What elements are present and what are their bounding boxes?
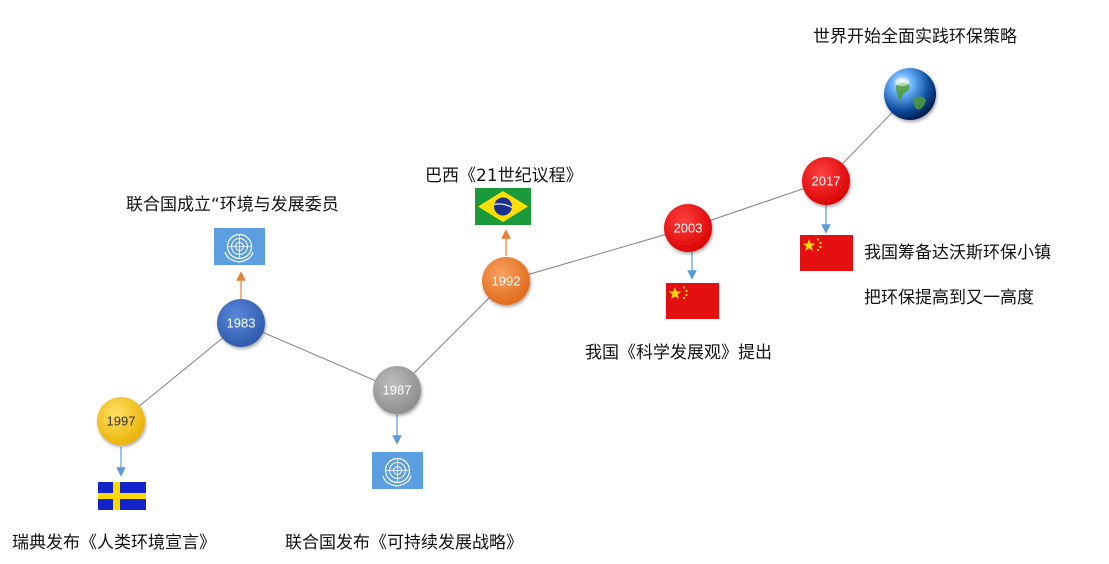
un-flag-1983 [214,228,265,265]
china-2017-caption-line1: 我国筹备达沃斯环保小镇 [864,238,1051,263]
node-1987-label: 1987 [383,383,412,398]
node-2003-label: 2003 [674,221,703,236]
un-1987-caption: 联合国发布《可持续发展战略》 [285,528,523,553]
china-2003-caption: 我国《科学发展观》提出 [585,338,772,363]
china-flag-2003 [666,283,719,319]
globe-icon [884,68,936,120]
un-flag-1987 [372,452,423,489]
un-1983-caption: 联合国成立“环境与发展委员 [126,190,339,215]
node-1983: 1983 [217,299,265,347]
node-2017: 2017 [802,157,850,205]
china-flag-2017 [800,235,853,271]
node-2003: 2003 [664,204,712,252]
node-1987: 1987 [373,366,421,414]
node-1992-label: 1992 [492,274,521,289]
node-1983-label: 1983 [227,316,256,331]
world-caption: 世界开始全面实践环保策略 [813,22,1017,47]
sweden-flag [98,482,146,510]
sweden-caption: 瑞典发布《人类环境宣言》 [12,528,216,553]
china-2017-caption-line2: 把环保提高到又一高度 [864,283,1034,308]
brazil-caption: 巴西《21世纪议程》 [425,161,583,186]
node-1997-label: 1997 [107,414,136,429]
node-1992: 1992 [482,257,530,305]
brazil-flag [475,188,531,225]
node-2017-label: 2017 [812,174,841,189]
node-1997: 1997 [97,397,145,445]
